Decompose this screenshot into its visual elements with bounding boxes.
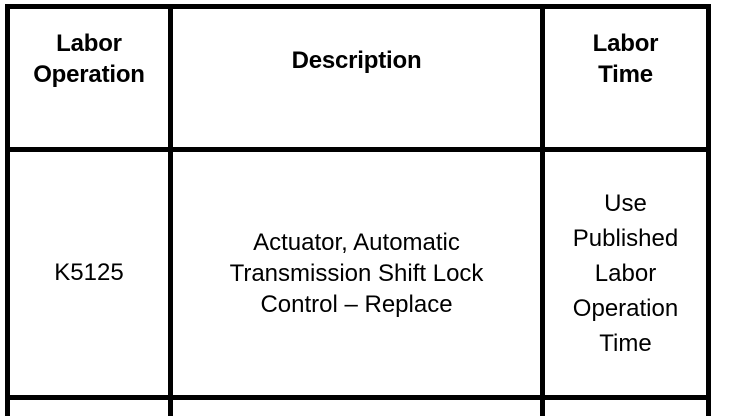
column-header-description: Description: [171, 7, 543, 150]
table-body: K5125 Actuator, Automatic Transmission S…: [8, 150, 709, 416]
cell-labor-time-value: Use Published Labor Operation Time: [545, 186, 706, 361]
table-row: K5125 Actuator, Automatic Transmission S…: [8, 150, 709, 398]
cell-labor-operation-next: [8, 398, 171, 416]
table-row-partial-next: [8, 398, 709, 416]
labor-operation-table: Labor Operation Description Labor Time K…: [5, 4, 711, 416]
column-header-labor-operation: Labor Operation: [8, 7, 171, 150]
column-header-labor-time-label: Labor Time: [545, 9, 706, 90]
column-header-labor-time: Labor Time: [543, 7, 709, 150]
table-header: Labor Operation Description Labor Time: [8, 7, 709, 150]
cell-description-next: [171, 398, 543, 416]
cell-labor-operation-value: K5125: [10, 259, 168, 288]
cell-labor-time-next: [543, 398, 709, 416]
table-header-row: Labor Operation Description Labor Time: [8, 7, 709, 150]
column-header-description-label: Description: [173, 9, 540, 77]
cell-description: Actuator, Automatic Transmission Shift L…: [171, 150, 543, 398]
cell-labor-operation: K5125: [8, 150, 171, 398]
cell-description-value: Actuator, Automatic Transmission Shift L…: [173, 227, 540, 321]
cell-labor-time: Use Published Labor Operation Time: [543, 150, 709, 398]
column-header-labor-operation-label: Labor Operation: [10, 9, 168, 90]
